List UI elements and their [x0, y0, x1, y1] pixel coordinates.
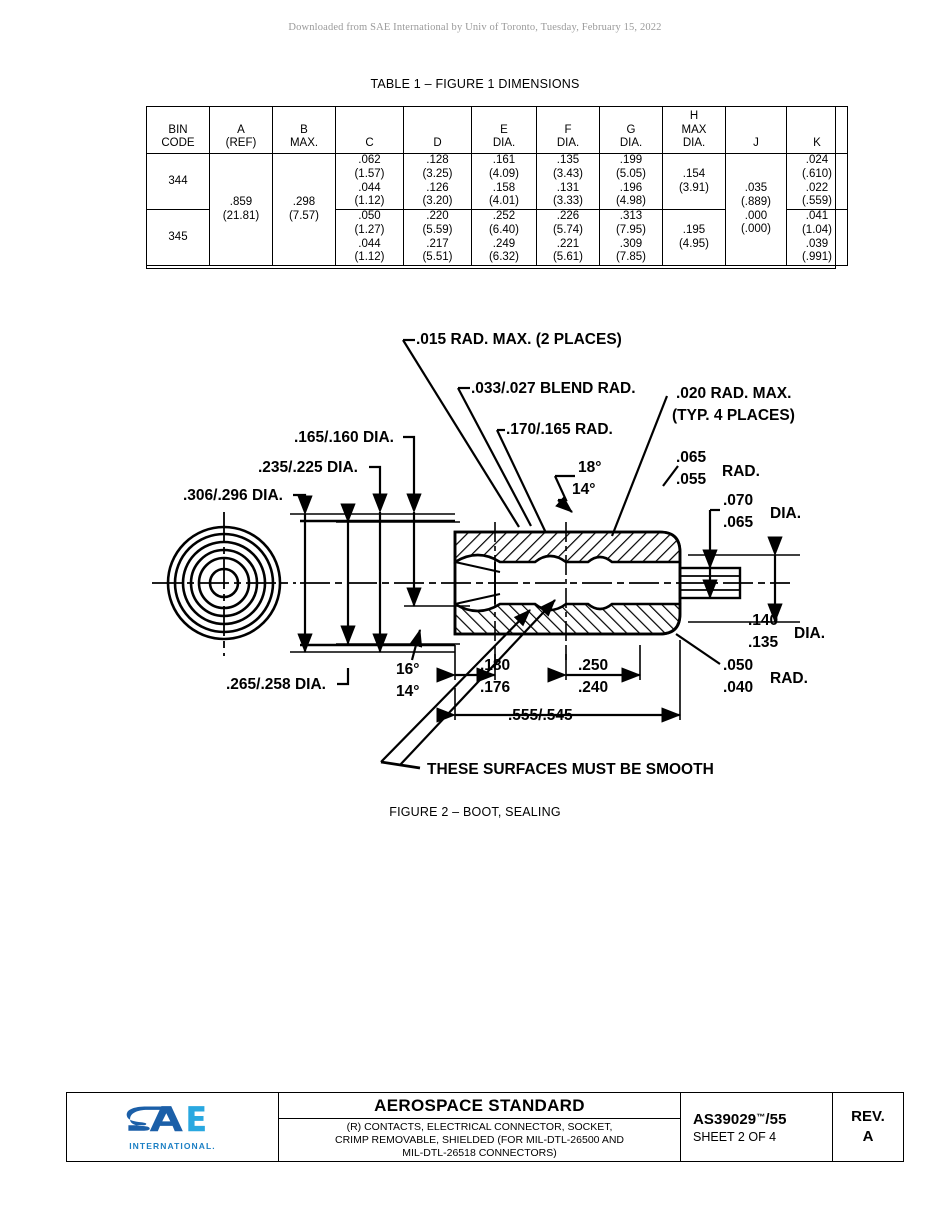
revision-cell: REV. A — [833, 1093, 903, 1161]
desc-line-2: CRIMP REMOVABLE, SHIELDED (FOR MIL-DTL-2… — [334, 1134, 625, 1147]
annotation-ang-18: 18° — [578, 459, 601, 476]
cell-j-merged: .035 (.889) .000 (.000) — [725, 153, 787, 266]
annotation-rad-020-l2: (TYP. 4 PLACES) — [672, 407, 795, 424]
col-header-h: H MAX DIA. — [662, 106, 726, 154]
cell-bin-344: 344 — [146, 153, 210, 210]
cell-g-345: .313 (7.95) .309 (7.85) — [599, 209, 663, 266]
col-header-bin: BIN CODE — [146, 106, 210, 154]
annotation-d-555: .555/.545 — [508, 707, 573, 724]
cell-h-344: .154 (3.91) — [662, 153, 726, 210]
col-header-f: F DIA. — [536, 106, 600, 154]
sae-international-text: INTERNATIONAL. — [129, 1140, 216, 1151]
col-header-c: C — [335, 106, 404, 154]
annotation-dia-140-hi: .140 — [748, 612, 778, 629]
annotation-rad-170: .170/.165 RAD. — [506, 421, 613, 438]
desc-line-3: MIL-DTL-26518 CONNECTORS) — [402, 1147, 557, 1160]
col-header-b: B MAX. — [272, 106, 336, 154]
annotation-rad-050-label: RAD. — [770, 670, 808, 687]
cell-d-345: .220 (5.59) .217 (5.51) — [403, 209, 472, 266]
sae-logo-cell: INTERNATIONAL. — [67, 1093, 279, 1161]
annotation-d-250-hi: .250 — [578, 657, 608, 674]
cell-h-345: .195 (4.95) — [662, 209, 726, 266]
cell-f-345: .226 (5.74) .221 (5.61) — [536, 209, 600, 266]
revision-value: A — [862, 1128, 874, 1145]
sae-logo-icon — [126, 1105, 205, 1131]
cell-bin-345: 345 — [146, 209, 210, 266]
annotation-dia-165: .165/.160 DIA. — [294, 429, 394, 446]
document-number: AS39029™/55 — [693, 1111, 832, 1128]
figure-2-drawing: .015 RAD. MAX. (2 PLACES) .033/.027 BLEN… — [0, 300, 950, 800]
col-header-a: A (REF) — [209, 106, 273, 154]
document-number-cell: AS39029™/55 SHEET 2 OF 4 — [681, 1093, 833, 1161]
annotation-ang-14b: 14° — [396, 683, 419, 700]
annotation-rad-065-hi: .065 — [676, 449, 707, 466]
desc-line-1: (R) CONTACTS, ELECTRICAL CONNECTOR, SOCK… — [346, 1121, 613, 1133]
cell-f-344: .135 (3.43) .131 (3.33) — [536, 153, 600, 210]
sheet-number: SHEET 2 OF 4 — [693, 1129, 777, 1144]
cell-b-merged: .298 (7.57) — [272, 153, 336, 266]
annotation-blend-rad: .033/.027 BLEND RAD. — [471, 380, 636, 397]
annotation-d-180-lo: .176 — [480, 679, 511, 696]
annotation-rad-015: .015 RAD. MAX. (2 PLACES) — [416, 331, 622, 348]
annotation-dia-140-label: DIA. — [794, 625, 825, 642]
cell-k-345: .041 (1.04) .039 (.991) — [786, 209, 848, 266]
dimension-table: BIN CODE A (REF) B MAX. C D E — [146, 106, 848, 266]
cell-g-344: .199 (5.05) .196 (4.98) — [599, 153, 663, 210]
annotation-dia-140-lo: .135 — [748, 634, 779, 651]
col-header-j: J — [725, 106, 787, 154]
annotation-rad-050-lo: .040 — [723, 679, 753, 696]
cell-k-344: .024 (.610) .022 (.559) — [786, 153, 848, 210]
doc-number-text: AS39029 — [693, 1110, 757, 1128]
cell-c-345: .050 (1.27) .044 (1.12) — [335, 209, 404, 266]
cell-e-344: .161 (4.09) .158 (4.01) — [471, 153, 537, 210]
annotation-dia-070-hi: .070 — [723, 492, 753, 509]
cell-e-345: .252 (6.40) .249 (6.32) — [471, 209, 537, 266]
revision-label: REV. — [851, 1107, 885, 1125]
annotation-rad-065-lo: .055 — [676, 471, 707, 488]
annotation-rad-020-l1: .020 RAD. MAX. — [676, 385, 791, 402]
figure-caption: FIGURE 2 – BOOT, SEALING — [389, 805, 561, 819]
annotation-d-180-hi: .180 — [480, 657, 510, 674]
annotation-dia-235: .235/.225 DIA. — [258, 459, 358, 476]
trademark-symbol: ™ — [756, 1111, 766, 1122]
annotation-d-250-lo: .240 — [578, 679, 608, 696]
col-header-k: K — [786, 106, 848, 154]
annotation-ang-14: 14° — [572, 481, 595, 498]
table-header-row: BIN CODE A (REF) B MAX. C D E — [146, 106, 848, 154]
annotation-ang-16: 16° — [396, 661, 419, 678]
table-title: TABLE 1 – FIGURE 1 DIMENSIONS — [370, 77, 580, 91]
col-header-g: G DIA. — [599, 106, 663, 154]
annotation-smooth-note: THESE SURFACES MUST BE SMOOTH — [427, 761, 714, 778]
annotation-dia-070-lo: .065 — [723, 514, 754, 531]
annotation-dia-306: .306/.296 DIA. — [183, 487, 283, 504]
document-footer: INTERNATIONAL. AEROSPACE STANDARD (R) CO… — [66, 1092, 904, 1162]
standard-description: (R) CONTACTS, ELECTRICAL CONNECTOR, SOCK… — [279, 1119, 680, 1161]
download-watermark: Downloaded from SAE International by Uni… — [288, 22, 662, 33]
table-row: 344 .859 (21.81) .298 (7.57) .062 (1.57)… — [146, 153, 848, 266]
table-row: 345 .050 (1.27) .044 (1.12) .220 (5.59) … — [146, 209, 848, 266]
aerospace-standard-title: AEROSPACE STANDARD — [279, 1093, 680, 1119]
cell-c-344: .062 (1.57) .044 (1.12) — [335, 153, 404, 210]
col-header-e: E DIA. — [471, 106, 537, 154]
standard-title-cell: AEROSPACE STANDARD (R) CONTACTS, ELECTRI… — [279, 1093, 681, 1161]
doc-suffix: /55 — [765, 1110, 787, 1128]
cell-a-merged: .859 (21.81) — [209, 153, 273, 266]
annotation-dia-070-label: DIA. — [770, 505, 801, 522]
cell-d-344: .128 (3.25) .126 (3.20) — [403, 153, 472, 210]
annotation-rad-050-hi: .050 — [723, 657, 753, 674]
annotation-rad-065-label: RAD. — [722, 463, 760, 480]
annotation-dia-265: .265/.258 DIA. — [226, 676, 326, 693]
col-header-d: D — [403, 106, 472, 154]
